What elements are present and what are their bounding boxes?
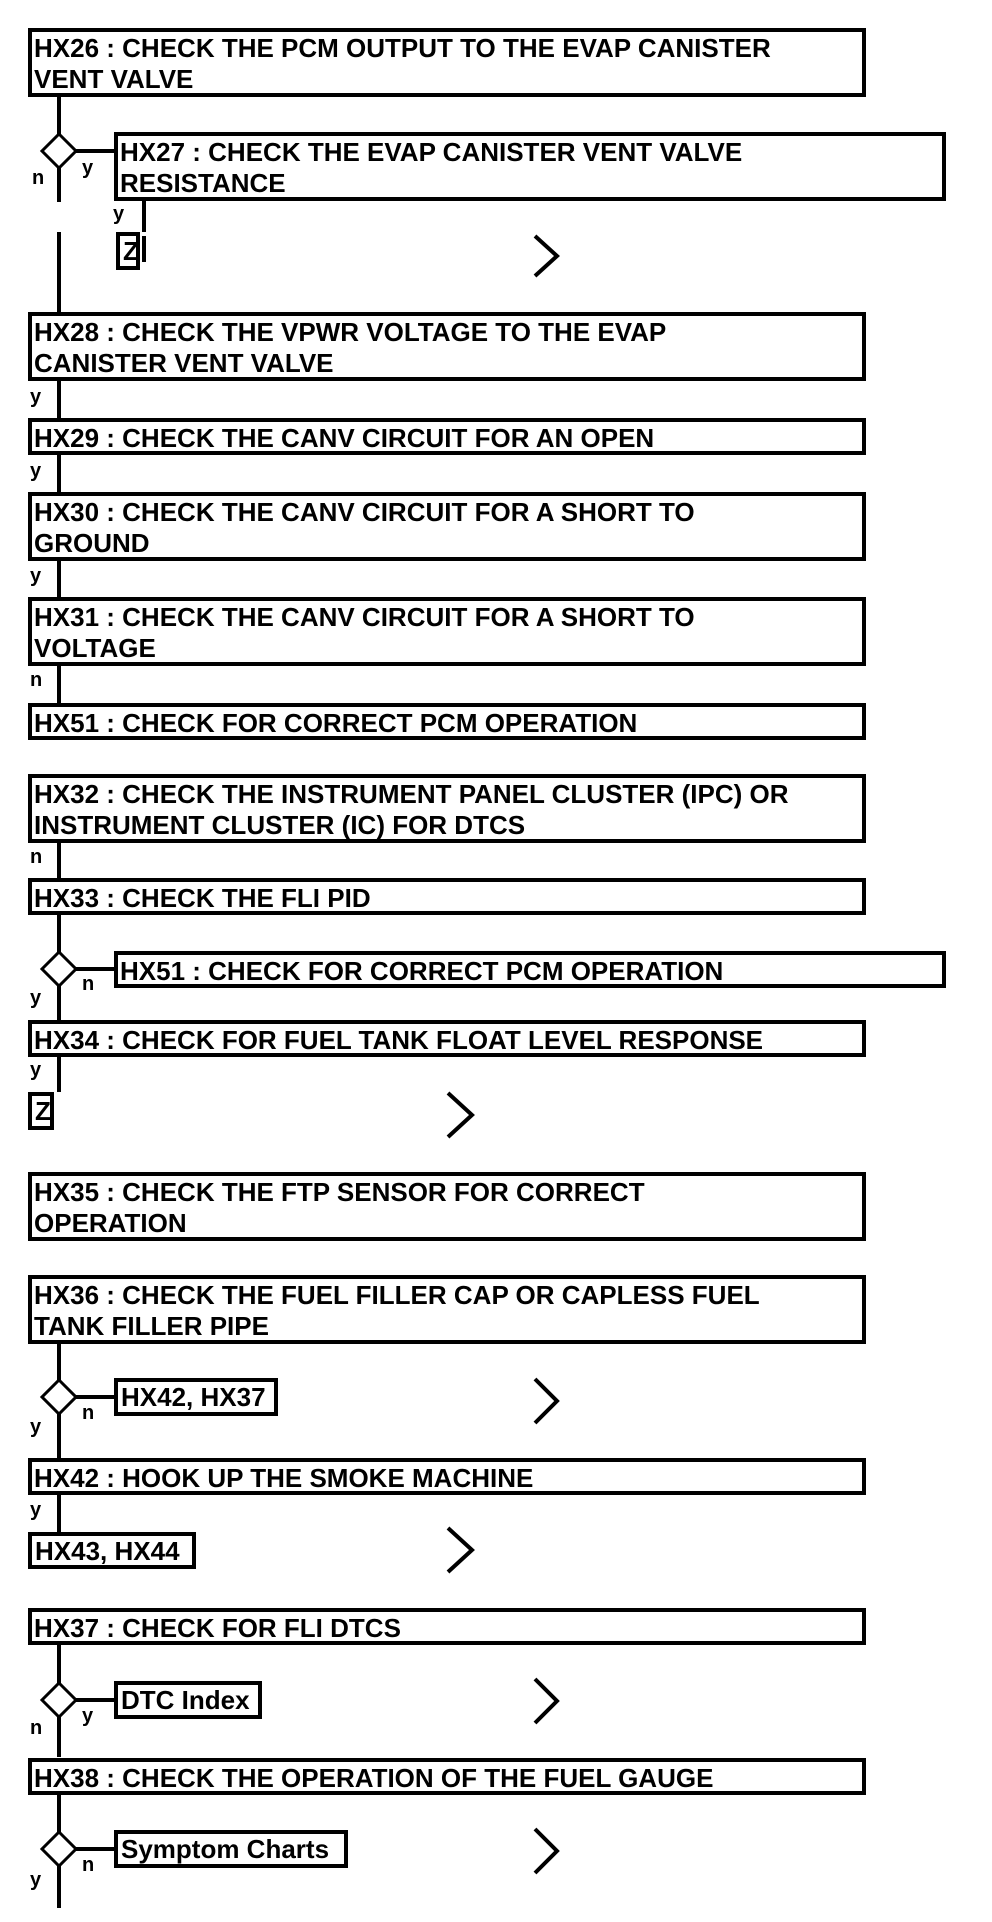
step-hx38: HX38 : CHECK THE OPERATION OF THE FUEL G… <box>28 1758 866 1795</box>
branch-label-n: n <box>32 167 45 189</box>
dtc-index-link[interactable]: DTC Index <box>114 1681 262 1719</box>
branch-label-n: n <box>82 973 95 995</box>
branch-label-y: y <box>30 1059 42 1081</box>
symptom-charts-link[interactable]: Symptom Charts <box>114 1830 348 1868</box>
decision-diamond <box>39 949 79 989</box>
branch-label-y: y <box>30 987 42 1009</box>
branch-label-n: n <box>82 1854 95 1876</box>
step-hx28: HX28 : CHECK THE VPWR VOLTAGE TO THE EVA… <box>28 312 866 381</box>
branch-label-y: y <box>30 460 42 482</box>
continue-arrow <box>533 234 560 278</box>
continue-arrow <box>533 1677 560 1725</box>
step-hx36: HX36 : CHECK THE FUEL FILLER CAP OR CAPL… <box>28 1275 866 1344</box>
branch-label-y: y <box>30 386 42 408</box>
branch-label-y: y <box>82 157 94 179</box>
continue-arrow <box>533 1377 560 1425</box>
branch-label-y: y <box>30 1416 42 1438</box>
decision-diamond <box>39 1829 79 1869</box>
continue-arrow <box>446 1091 475 1139</box>
step-hx51-branch: HX51 : CHECK FOR CORRECT PCM OPERATION <box>114 951 946 988</box>
branch-label-y: y <box>30 565 42 587</box>
decision-diamond <box>39 131 79 171</box>
step-hx29: HX29 : CHECK THE CANV CIRCUIT FOR AN OPE… <box>28 418 866 455</box>
step-hx33: HX33 : CHECK THE FLI PID <box>28 878 866 915</box>
branch-label-y: y <box>30 1869 42 1891</box>
branch-label-y: y <box>30 1499 42 1521</box>
branch-label-n: n <box>30 1717 43 1739</box>
off-page-connector-z: Z <box>28 1092 54 1130</box>
step-hx35: HX35 : CHECK THE FTP SENSOR FOR CORRECT … <box>28 1172 866 1241</box>
step-hx32: HX32 : CHECK THE INSTRUMENT PANEL CLUSTE… <box>28 774 866 843</box>
decision-diamond <box>39 1680 79 1720</box>
branch-label-y: y <box>82 1705 94 1727</box>
step-hx37: HX37 : CHECK FOR FLI DTCS <box>28 1608 866 1645</box>
step-hx51: HX51 : CHECK FOR CORRECT PCM OPERATION <box>28 703 866 740</box>
step-hx26: HX26 : CHECK THE PCM OUTPUT TO THE EVAP … <box>28 28 866 97</box>
step-hx31: HX31 : CHECK THE CANV CIRCUIT FOR A SHOR… <box>28 597 866 666</box>
continue-arrow <box>446 1526 475 1574</box>
ref-hx42-hx37: HX42, HX37 <box>114 1378 278 1416</box>
branch-label-n: n <box>30 846 43 868</box>
step-hx27: HX27 : CHECK THE EVAP CANISTER VENT VALV… <box>114 132 946 201</box>
decision-diamond <box>39 1377 79 1417</box>
continue-arrow <box>533 1827 560 1875</box>
step-hx34: HX34 : CHECK FOR FUEL TANK FLOAT LEVEL R… <box>28 1020 866 1057</box>
branch-label-n: n <box>82 1402 95 1424</box>
step-hx30: HX30 : CHECK THE CANV CIRCUIT FOR A SHOR… <box>28 492 866 561</box>
off-page-connector-z: Z <box>116 232 140 270</box>
ref-hx43-hx44: HX43, HX44 <box>28 1532 196 1569</box>
branch-label-y: y <box>113 203 125 225</box>
step-hx42: HX42 : HOOK UP THE SMOKE MACHINE <box>28 1458 866 1495</box>
branch-label-n: n <box>30 669 43 691</box>
